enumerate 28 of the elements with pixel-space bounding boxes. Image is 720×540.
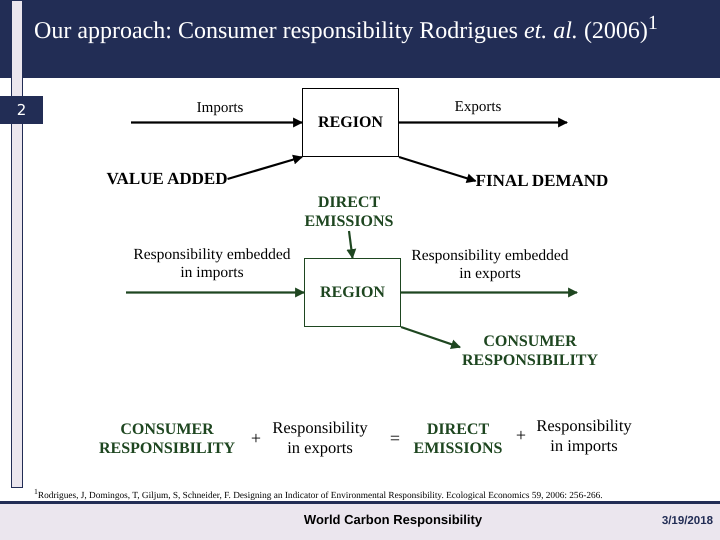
process-box: REGION (302, 88, 399, 157)
arrow (227, 154, 303, 180)
node-label: CONSUMER RESPONSIBILITY (460, 332, 600, 370)
process-box: REGION (304, 258, 401, 327)
node-label: DIRECT EMISSIONS (301, 193, 397, 231)
footer-title: World Carbon Responsibility (304, 512, 482, 528)
date-label: 3/19/2018 (662, 514, 713, 528)
plus-sign: + (516, 424, 526, 446)
arrow (126, 288, 305, 298)
arrow (398, 156, 477, 184)
equation-term: Responsibility in imports (535, 416, 633, 456)
equation-term: CONSUMER RESPONSIBILITY (98, 420, 236, 458)
equation-term: Responsibility in exports (271, 418, 369, 458)
edge-label: Exports (452, 98, 504, 116)
footnote: $^{1}$Rodrigues, J, Domingos, T, Giljum, S, Schneider, F. Designing an Indicator of Environmental Responsibility. Ecological Economics 59, 2006: 256-266. (34, 486, 603, 502)
arrow (346, 230, 356, 259)
plus-sign: + (250, 427, 262, 449)
node-label: FINAL DEMAND (476, 171, 608, 191)
edge-label: Imports (194, 99, 246, 117)
arrow (400, 326, 461, 349)
arrow (399, 118, 568, 128)
node-label: VALUE ADDED (106, 169, 228, 189)
slide-number: 2 (0, 96, 43, 124)
arrow (131, 118, 303, 128)
slide-title: Our approach: Consumer responsibility Rodrigues et. al. (2006)$^{1}$ (34, 11, 659, 46)
equals-sign: = (390, 427, 400, 449)
equation-term: DIRECT EMISSIONS (412, 420, 504, 458)
arrow (401, 288, 578, 298)
